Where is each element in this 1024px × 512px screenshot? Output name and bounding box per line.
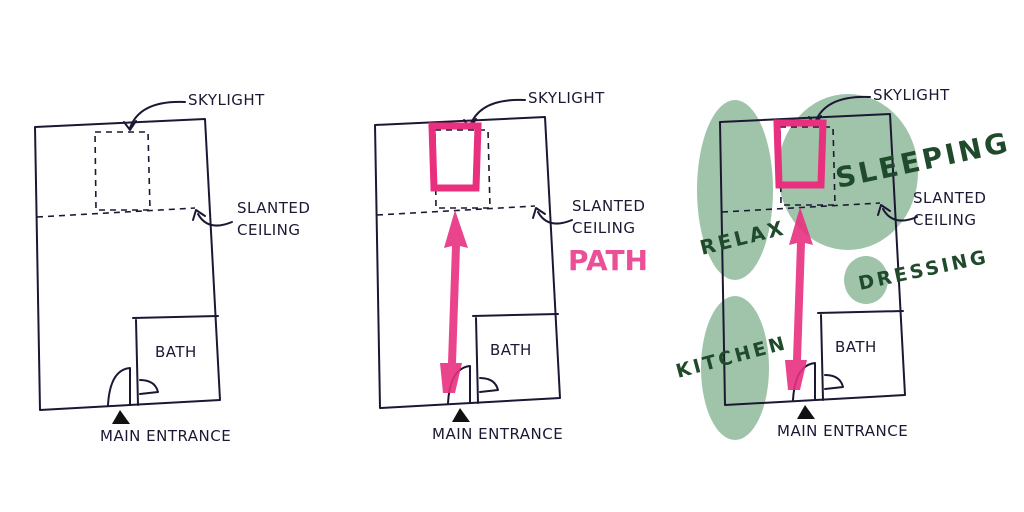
ceiling-label: CEILING bbox=[913, 211, 977, 229]
ceiling-label: CEILING bbox=[237, 221, 301, 239]
path-arrow bbox=[440, 210, 468, 393]
skylight-label: SKYLIGHT bbox=[188, 91, 265, 109]
dressing-zone bbox=[844, 256, 888, 304]
slanted-label: SLANTED bbox=[572, 197, 645, 215]
bath-label: BATH bbox=[155, 343, 197, 361]
plan-panel-1: SKYLIGHT SLANTED CEILING BATH MAIN ENTRA… bbox=[34, 91, 310, 445]
bath-label: BATH bbox=[490, 341, 532, 359]
slanted-label: SLANTED bbox=[237, 199, 310, 217]
skylight-label: SKYLIGHT bbox=[528, 89, 605, 107]
relax-zone bbox=[697, 100, 773, 280]
path-arrow bbox=[785, 207, 813, 390]
ceiling-label: CEILING bbox=[572, 219, 636, 237]
main-entrance-label: MAIN ENTRANCE bbox=[100, 427, 231, 445]
bath-label: BATH bbox=[835, 338, 877, 356]
skylight-highlight bbox=[773, 119, 827, 189]
plan-panel-2: SKYLIGHT SLANTED CEILING PATH BATH MAIN … bbox=[374, 89, 648, 443]
skylight-label: SKYLIGHT bbox=[873, 86, 950, 104]
main-entrance-label: MAIN ENTRANCE bbox=[432, 425, 563, 443]
main-entrance-label: MAIN ENTRANCE bbox=[777, 422, 908, 440]
path-label: PATH bbox=[568, 244, 648, 277]
skylight-highlight bbox=[428, 122, 482, 192]
plan-panel-3: SKYLIGHT SLANTED CEILING BATH MAIN ENTRA… bbox=[674, 86, 1013, 440]
slanted-label: SLANTED bbox=[913, 189, 986, 207]
dressing-label: DRESSING bbox=[856, 246, 990, 295]
sleeping-zone bbox=[778, 94, 918, 250]
